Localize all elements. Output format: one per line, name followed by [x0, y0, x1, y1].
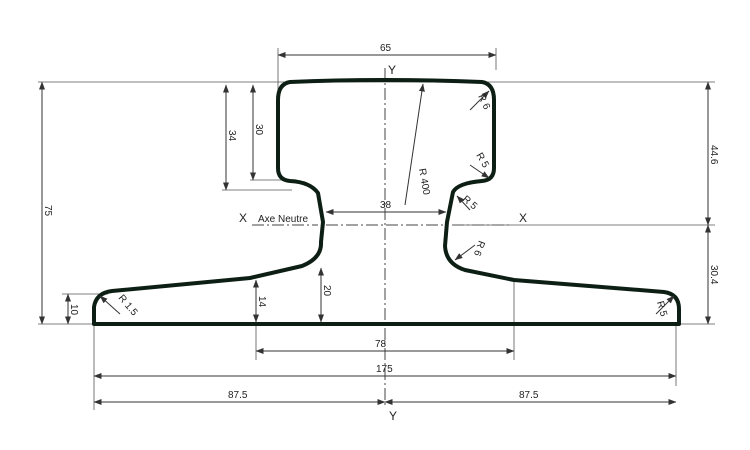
y-axis-label-top: Y: [388, 63, 396, 77]
dim-base-center: 78: [375, 339, 387, 350]
dim-lower-height: 30.4: [708, 265, 719, 285]
dim-web-thickness: 38: [380, 200, 392, 211]
x-axis-label-right: X: [519, 211, 527, 225]
dim-head-depth-34: 34: [226, 130, 237, 142]
rail-section-outline: [92, 78, 681, 326]
radius-head-corner: R 6: [475, 93, 492, 112]
dim-flange-14: 14: [256, 296, 267, 308]
dim-half-left: 87.5: [228, 390, 248, 401]
dim-half-right: 87.5: [519, 390, 539, 401]
dim-total-height: 75: [42, 205, 53, 217]
dimension-lines: [39, 52, 711, 405]
radius-foot-left: R 1.5: [116, 293, 140, 319]
radius-web-top: R 5: [460, 194, 479, 213]
radius-crown: R 400: [416, 168, 432, 197]
y-axis-label-bottom: Y: [389, 409, 397, 423]
neutral-axis-label: Axe Neutre: [258, 214, 308, 225]
dim-upper-height: 44.6: [708, 145, 719, 165]
x-axis-label-left: X: [239, 211, 247, 225]
radius-web-bottom: R 6: [471, 239, 487, 258]
radius-foot-right: R 5: [654, 300, 669, 318]
dim-base-width: 175: [376, 364, 393, 375]
radius-head-under: R 5: [473, 151, 491, 170]
dim-flange-edge-10: 10: [68, 304, 79, 316]
dim-head-depth-30: 30: [253, 124, 264, 136]
extension-lines: [38, 48, 715, 410]
dim-head-width: 65: [380, 43, 392, 54]
dim-web-base-20: 20: [321, 285, 332, 297]
